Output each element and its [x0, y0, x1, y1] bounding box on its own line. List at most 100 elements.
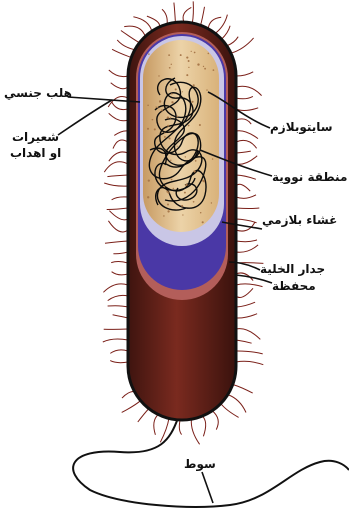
- fimbria-hair: [105, 241, 128, 243]
- cytoplasm-dot: [188, 60, 190, 62]
- cytoplasm-dot: [184, 192, 186, 194]
- cytoplasm-dot: [167, 125, 169, 127]
- fimbria-hair: [109, 113, 128, 120]
- label-cytoplasm: سايتوبلازم: [270, 120, 333, 134]
- cytoplasm-dot: [208, 53, 210, 55]
- fimbria-hair: [112, 49, 131, 57]
- fimbria-hair: [236, 175, 256, 179]
- fimbria-hair: [107, 175, 128, 177]
- cytoplasm-dot: [166, 191, 168, 193]
- label-nucleoid: منطقة نووية: [272, 170, 347, 184]
- cytoplasm-dot: [180, 54, 182, 56]
- fimbria-hair: [113, 140, 128, 149]
- fimbria-hair: [191, 419, 199, 444]
- fimbria-hair: [104, 162, 128, 172]
- fimbria-hair: [236, 245, 258, 252]
- fimbria-hair: [104, 183, 128, 186]
- fimbria-hair: [107, 208, 128, 210]
- cytoplasm-dot: [173, 188, 174, 189]
- fimbria-hair: [236, 108, 258, 111]
- fimbria-hair: [236, 195, 256, 199]
- fimbria-hair: [236, 302, 255, 307]
- fimbria-hair: [231, 38, 254, 53]
- fimbria-hair: [108, 295, 128, 300]
- cytoplasm-dot: [186, 57, 188, 59]
- cytoplasm-dot: [152, 119, 154, 121]
- cytoplasm-dot: [163, 215, 164, 216]
- fimbria-hair: [103, 339, 128, 342]
- fimbria-hair: [154, 415, 159, 435]
- fimbria-hair: [215, 15, 227, 34]
- leader-capsule: [236, 275, 272, 283]
- cytoplasm-dot: [181, 205, 183, 207]
- fimbria-hair: [110, 361, 128, 363]
- cytoplasm-dot: [185, 156, 186, 157]
- fimbria-hair: [212, 411, 218, 430]
- fimbria-hair: [236, 361, 263, 364]
- fimbria-hair: [122, 401, 141, 413]
- fimbria-hair: [108, 221, 128, 232]
- fimbria-hair: [114, 131, 128, 136]
- fimbria-hair: [236, 72, 253, 76]
- label-cell-wall: جدار الخلية: [260, 262, 325, 276]
- cytoplasm-dot: [193, 84, 195, 86]
- fimbria-hair: [236, 329, 260, 340]
- fimbria-hair: [110, 350, 128, 354]
- cytoplasm-dot: [191, 51, 192, 52]
- fimbria-hair: [236, 131, 258, 139]
- label-plasma-membrane: غشاء بلازمي: [262, 213, 337, 227]
- cytoplasm-dot: [193, 201, 195, 203]
- fimbria-hair: [108, 97, 128, 107]
- fimbria-hair: [174, 3, 176, 23]
- fimbria-hair: [109, 70, 128, 77]
- fimbria-hair: [236, 340, 252, 343]
- cytoplasm-dot: [148, 53, 149, 54]
- fimbria-hair: [236, 156, 257, 165]
- fimbria-hair: [236, 351, 263, 354]
- label-fimbriae-line2: او اهداب: [10, 146, 61, 160]
- cytoplasm-dot: [170, 160, 171, 161]
- fimbria-hair: [117, 40, 135, 50]
- cytoplasm-dot: [147, 196, 149, 198]
- fimbria-hair: [202, 416, 205, 436]
- cytoplasm-dot: [164, 186, 166, 188]
- fimbria-hair: [236, 284, 263, 287]
- cytoplasm-dot: [164, 136, 166, 138]
- cytoplasm-dot: [177, 146, 178, 147]
- fimbria-hair: [236, 314, 257, 318]
- fimbria-hair: [236, 184, 250, 191]
- fimbria-hair: [133, 17, 151, 32]
- cytoplasm-dot: [164, 132, 165, 133]
- leader-flagellum: [202, 472, 213, 503]
- fimbria-hair: [122, 391, 134, 398]
- fimbria-hair: [112, 272, 128, 275]
- cytoplasm-dot: [157, 107, 158, 108]
- cytoplasm-dot: [188, 67, 189, 68]
- cytoplasm-dot: [161, 109, 163, 111]
- cytoplasm-dot: [171, 101, 173, 103]
- cytoplasm-dot: [167, 204, 169, 206]
- cytoplasm-dot: [193, 170, 195, 172]
- fimbria-hair: [233, 385, 253, 394]
- cytoplasm-dot: [200, 212, 201, 213]
- fimbria-hair: [112, 197, 128, 200]
- fimbria-hair: [236, 86, 262, 95]
- cytoplasm-dot: [211, 202, 212, 203]
- cytoplasm-dot: [167, 116, 169, 118]
- cytoplasm-dot: [154, 128, 156, 130]
- cytoplasm-dot: [167, 210, 169, 212]
- fimbria-hair: [111, 262, 128, 263]
- fimbria-hair: [109, 152, 128, 161]
- fimbria-hair: [236, 140, 257, 148]
- fimbria-hair: [138, 409, 149, 422]
- fimbria-hair: [112, 102, 128, 110]
- cytoplasm-dot: [182, 91, 183, 92]
- fimbria-hair: [183, 7, 191, 22]
- label-flagellum: سوط: [184, 457, 216, 471]
- fimbria-hair: [208, 17, 221, 29]
- cytoplasm-dot: [191, 101, 193, 103]
- fimbria-hair: [103, 284, 128, 292]
- fimbria-hair: [121, 31, 139, 43]
- cytoplasm-dot: [202, 221, 204, 223]
